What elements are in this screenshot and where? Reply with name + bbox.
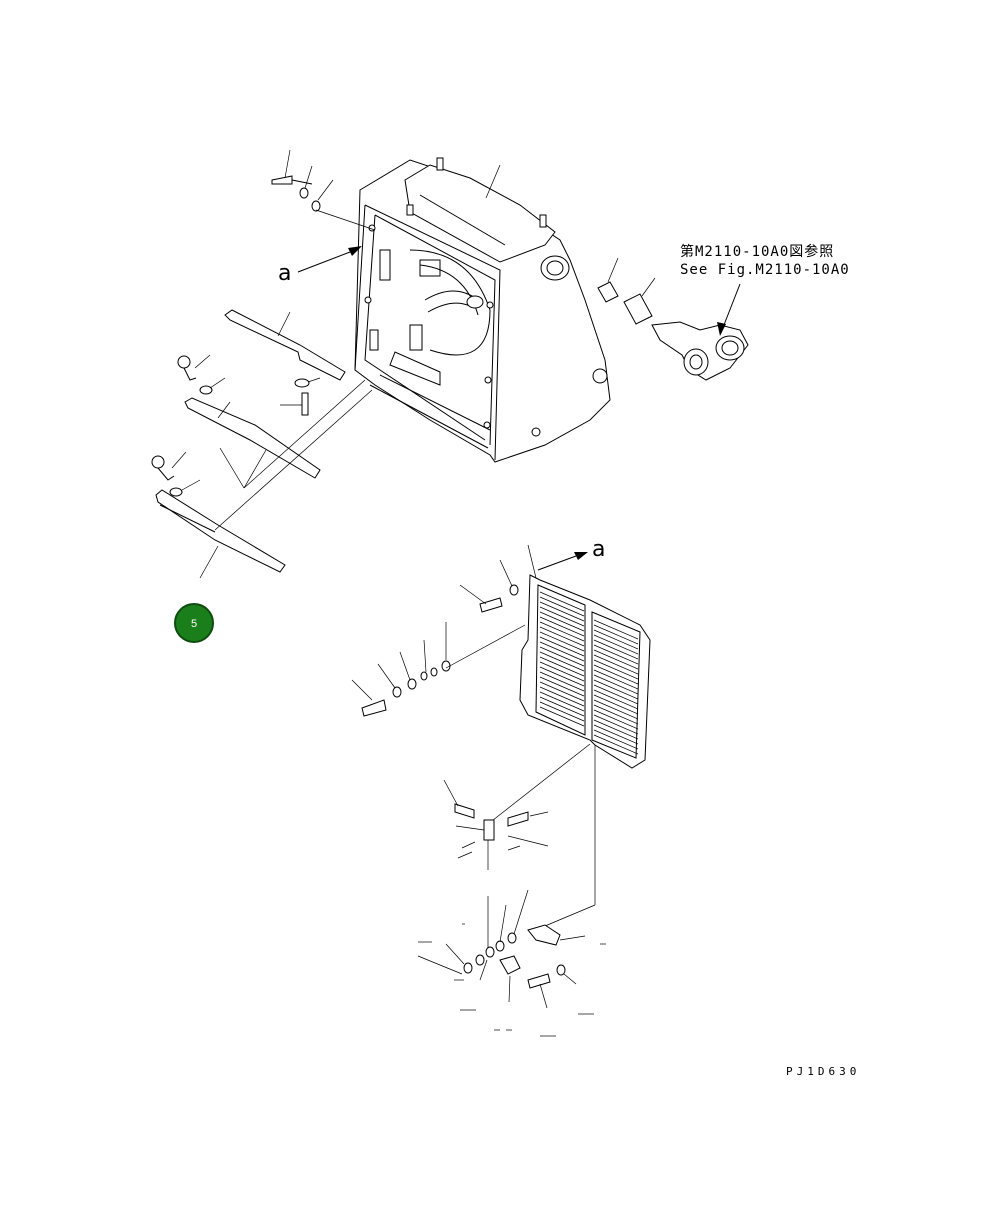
grille-slat [539,611,585,632]
grille-slat [593,669,639,690]
grille-slat [539,666,585,687]
grille-slat [593,654,639,675]
grille-slat [539,591,585,612]
grille-slat [539,661,585,682]
grille-slat [593,634,639,655]
grille-slat [539,671,585,692]
grille-slat [539,601,585,622]
grille-slat [539,646,585,667]
grille-slat [593,689,639,710]
reference-note-japanese: 第M2110-10A0図参照 [680,243,834,260]
side-plate-group [155,309,373,579]
reference-note: 第M2110-10A0図参照 See Fig.M2110-10A0 [680,243,850,278]
drawing-code: PJ1D630 [786,1065,860,1078]
leader-top-tank [485,164,501,199]
middle-bracket-group [443,743,591,870]
grille-slat [539,681,585,702]
grille-slat [593,664,639,685]
grille-slat [593,674,639,695]
grille-slat [593,659,639,680]
grille-slat [593,679,639,700]
grille-slat [539,606,585,627]
grille-slat [593,699,639,720]
grille-slat [539,641,585,662]
grille-slat [593,694,639,715]
grille-slat [539,651,585,672]
view-marker-upper-label: a [278,261,291,286]
grille-slat [539,626,585,647]
grille-slat [539,686,585,707]
grille-slat [539,621,585,642]
view-marker-lower-label: a [592,537,605,562]
grille-slat [539,631,585,652]
badge-circle [174,603,214,643]
view-marker-upper: a [278,246,362,286]
badge-label: 5 [191,618,197,630]
grille-slat [593,734,639,755]
view-marker-lower: a [537,537,605,571]
grille-slat [593,639,639,660]
reference-note-english: See Fig.M2110-10A0 [680,262,850,278]
connector-pipe-group [597,257,749,381]
grille-slat [593,624,639,645]
grille-slat [539,691,585,712]
grille-slat [593,714,639,735]
grille-assembly [519,544,651,769]
grille-slat [539,696,585,717]
callout-badge: 5 [174,603,214,643]
grille-slat [539,701,585,722]
grille-right-slats [593,619,639,755]
grille-slat [593,709,639,730]
grille-left-slats [539,591,585,727]
grille-slat [539,636,585,657]
grille-slat [539,596,585,617]
grille-slat [539,656,585,677]
grille-slat [593,684,639,705]
grille-bolt-group [351,559,526,717]
radiator-guard-frame [354,157,611,463]
grille-slat [539,616,585,637]
grille-slat [539,676,585,697]
grille-slat [593,629,639,650]
grille-slat [593,619,639,640]
grille-slat [593,724,639,745]
grille-slat [593,719,639,740]
grille-slat [593,649,639,670]
grille-slat [593,704,639,725]
grille-slat [539,706,585,727]
grille-slat [593,644,639,665]
lower-bracket-group [417,745,606,1037]
top-bolt-group [271,149,376,231]
grille-slat [593,729,639,750]
left-bolt-group [151,354,321,497]
